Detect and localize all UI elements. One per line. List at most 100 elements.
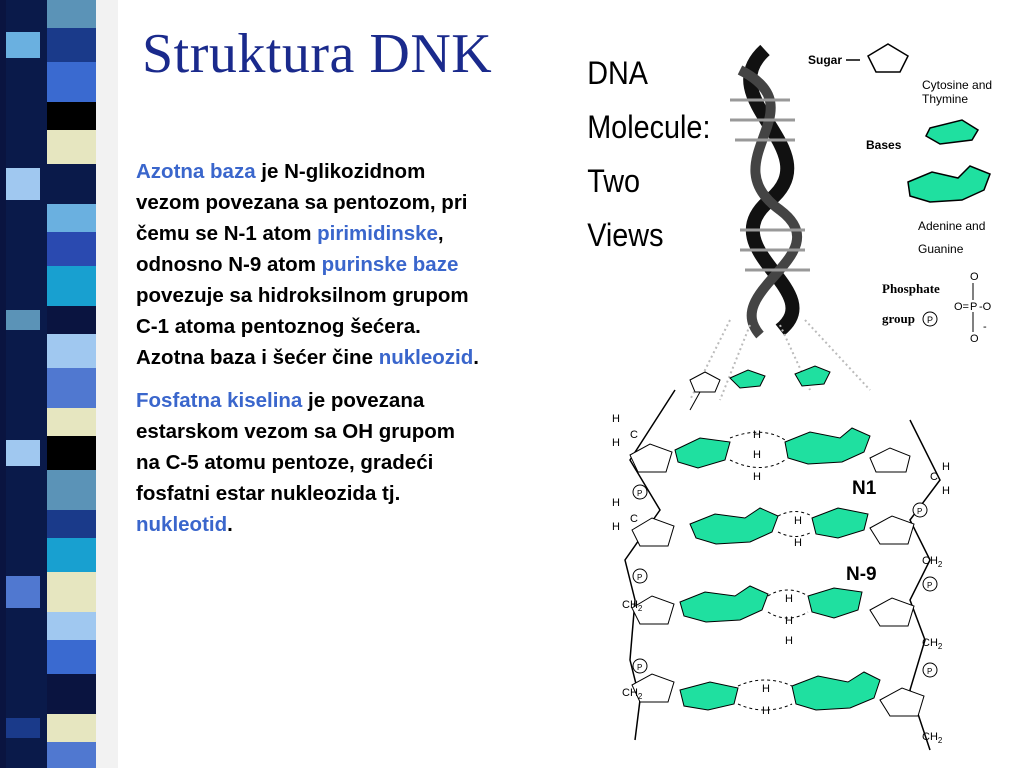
phosphate-symbol: P: [637, 573, 642, 582]
figure-heading-line: DNA: [587, 56, 648, 92]
dna-ladder: H H H H H H H H H H H C H H C H CH2 CH2 …: [612, 365, 950, 751]
stripe-block: [6, 718, 40, 738]
legend-thymine-label: Thymine: [922, 92, 968, 106]
phosphate-symbol: P: [917, 507, 922, 516]
hydrogen-atom: H: [942, 461, 950, 473]
stripe-block: [6, 168, 40, 200]
stripe-block: [47, 204, 96, 232]
paragraph-text: je N-glikozidnom vezom povezana sa pento…: [136, 160, 468, 245]
stripe-wide-column: [0, 0, 47, 768]
hydrogen-atom: H: [762, 705, 770, 717]
legend-phosphate-label: Phosphate: [882, 281, 940, 296]
legend-bases-label: Bases: [866, 138, 902, 152]
figure-heading-line: Two: [587, 164, 640, 200]
hydrogen-atom: H: [753, 471, 761, 483]
stripe-block: [47, 232, 96, 266]
phosphate-symbol: P: [927, 667, 932, 676]
paragraph-text: .: [473, 346, 479, 369]
stripe-block: [47, 62, 96, 102]
hydrogen-atom: H: [753, 429, 761, 441]
figure-heading-line: Views: [587, 218, 663, 254]
formula-o-top: O: [970, 271, 979, 283]
term-purinske-baze: purinske baze: [321, 253, 459, 276]
term-fosfatna-kiselina: Fosfatna kiselina: [136, 389, 303, 412]
stripe-block: [47, 408, 96, 436]
stripe-block: [47, 0, 96, 28]
legend-guanine-label: Guanine: [918, 242, 964, 256]
hydrogen-atom: H: [785, 615, 793, 627]
methylene-group: CH2: [622, 687, 643, 701]
carbon-atom: C: [930, 471, 938, 483]
paragraph-fosfatna-kiselina: Fosfatna kiselina je povezana estarskom …: [136, 385, 481, 540]
stripe-shadow: [96, 0, 118, 768]
methylene-group: CH2: [622, 599, 643, 613]
hydrogen-atom: H: [942, 485, 950, 497]
stripe-block: [47, 306, 96, 334]
slide-title: Struktura DNK: [142, 23, 493, 85]
phosphate-symbol: P: [637, 663, 642, 672]
phosphate-symbol: P: [637, 489, 642, 498]
stripe-block: [6, 440, 40, 466]
term-nukleozid: nukleozid: [378, 346, 474, 369]
methylene-group: CH2: [922, 731, 943, 745]
formula-p: P: [970, 301, 977, 313]
stripe-block: [47, 572, 96, 612]
hydrogen-atom: H: [794, 515, 802, 527]
sugar-pentagon-icon: [867, 43, 909, 73]
figure-heading: DNA Molecule: Two Views: [587, 56, 710, 254]
stripe-blocks: [6, 0, 96, 768]
slide-body: Azotna baza je N-glikozidnom vezom povez…: [136, 156, 481, 552]
term-nukleotid: nukleotid: [136, 513, 228, 536]
hydrogen-atom: H: [785, 635, 793, 647]
stripe-block: [47, 510, 96, 538]
stripe-block: [47, 436, 96, 470]
stripe-block: [47, 368, 96, 408]
stripe-block: [47, 714, 96, 742]
methylene-group: CH2: [922, 637, 943, 651]
phosphate-symbol: P: [927, 315, 933, 325]
term-azotna-baza: Azotna baza: [136, 160, 256, 183]
formula-o-right: -O: [979, 301, 992, 313]
double-helix-icon: [689, 44, 871, 401]
stripe-block: [47, 28, 96, 62]
label-n9: N-9: [846, 564, 877, 585]
hydrogen-atom: H: [753, 449, 761, 461]
stripe-block: [47, 612, 96, 640]
decorative-stripe-border: [0, 0, 118, 768]
stripe-block: [6, 310, 40, 330]
hydrogen-atom: H: [612, 521, 620, 533]
carbon-atom: C: [630, 429, 638, 441]
formula-o-bottom: O: [970, 333, 979, 345]
purine-base-icon: [907, 165, 991, 203]
legend-cytosine-label: Cytosine and: [922, 78, 992, 92]
phosphate-circle-icon: [922, 311, 938, 327]
hydrogen-atom: H: [785, 593, 793, 605]
hydrogen-atom: H: [612, 497, 620, 509]
stripe-block: [47, 674, 96, 714]
hydrogen-atom: H: [794, 537, 802, 549]
hydrogen-atom: H: [612, 413, 620, 425]
figure-heading-line: Molecule:: [587, 110, 710, 146]
stripe-edge: [0, 0, 6, 768]
legend-group-label: group: [882, 311, 915, 326]
stripe-block: [47, 334, 96, 368]
pyrimidine-base-icon: [925, 119, 980, 145]
paragraph-azotna-baza: Azotna baza je N-glikozidnom vezom povez…: [136, 156, 481, 373]
stripe-block: [47, 102, 96, 130]
legend-adenine-label: Adenine and: [918, 219, 985, 233]
hydrogen-atom: H: [762, 683, 770, 695]
methylene-group: CH2: [922, 555, 943, 569]
paragraph-text: .: [227, 513, 233, 536]
legend: Sugar Cytosine and Thymine Bases Adenine…: [808, 43, 992, 345]
stripe-block: [47, 164, 96, 204]
hydrogen-atom: H: [612, 437, 620, 449]
label-n1: N1: [852, 478, 877, 499]
stripe-block: [47, 742, 96, 768]
formula-minus: -: [983, 321, 987, 333]
carbon-atom: C: [630, 513, 638, 525]
stripe-block: [6, 32, 40, 58]
paragraph-text: , odnosno N-9 atom: [136, 222, 444, 276]
stripe-block: [47, 130, 96, 164]
stripe-block: [47, 470, 96, 510]
stripe-block: [6, 576, 40, 608]
